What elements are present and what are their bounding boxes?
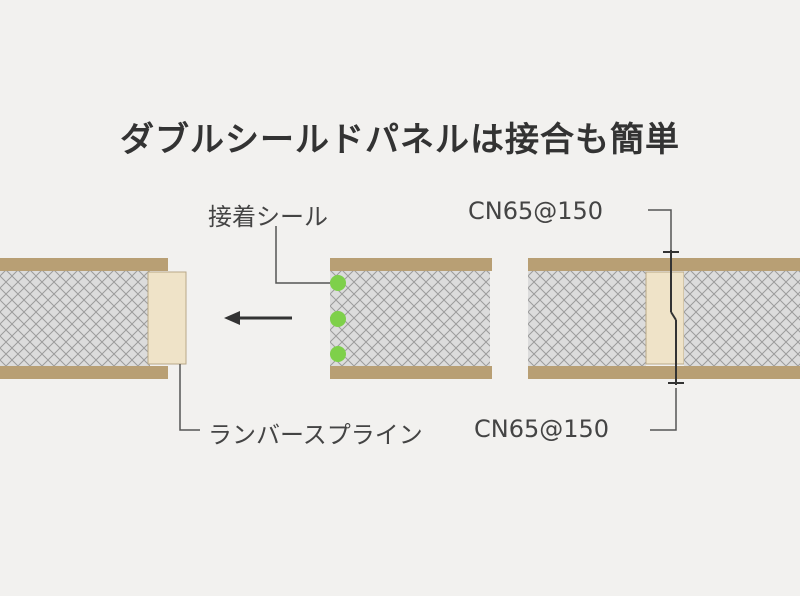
nail-top-leader [648,209,672,250]
lumber-spline [147,271,187,365]
right-panel-core-a [528,270,646,367]
middle-panel-top-facing [330,258,492,271]
insert-arrow [224,311,292,325]
leader-lines [179,209,677,431]
right-panel-spline [645,271,685,365]
adhesive-seal-dot [330,275,346,291]
left-panel-core [0,270,150,367]
spline-leader [179,364,200,431]
adhesive-seal-dot [330,311,346,327]
middle-panel-bottom-facing [330,366,492,379]
right-panel-core-b [684,270,800,367]
middle-panel [330,258,492,379]
right-panel-bottom-facing [528,366,800,379]
nail-top-label: CN65@150 [468,197,604,225]
assembled-joint [528,250,800,385]
left-panel-top-facing [0,258,168,271]
left-panel-bottom-facing [0,366,168,379]
nail-bottom-label: CN65@150 [474,415,610,443]
right-panel-top-facing [528,258,800,271]
adhesive-seal-dot [330,346,346,362]
adhesive-seal-label: 接着シール [208,203,328,231]
nail-bottom-leader [650,388,677,431]
diagram-title: ダブルシールドパネルは接合も簡単 [120,120,680,160]
seal-leader [275,226,330,284]
middle-panel-core [330,270,490,367]
left-panel [0,258,187,379]
lumber-spline-label: ランバースプライン [208,421,423,449]
